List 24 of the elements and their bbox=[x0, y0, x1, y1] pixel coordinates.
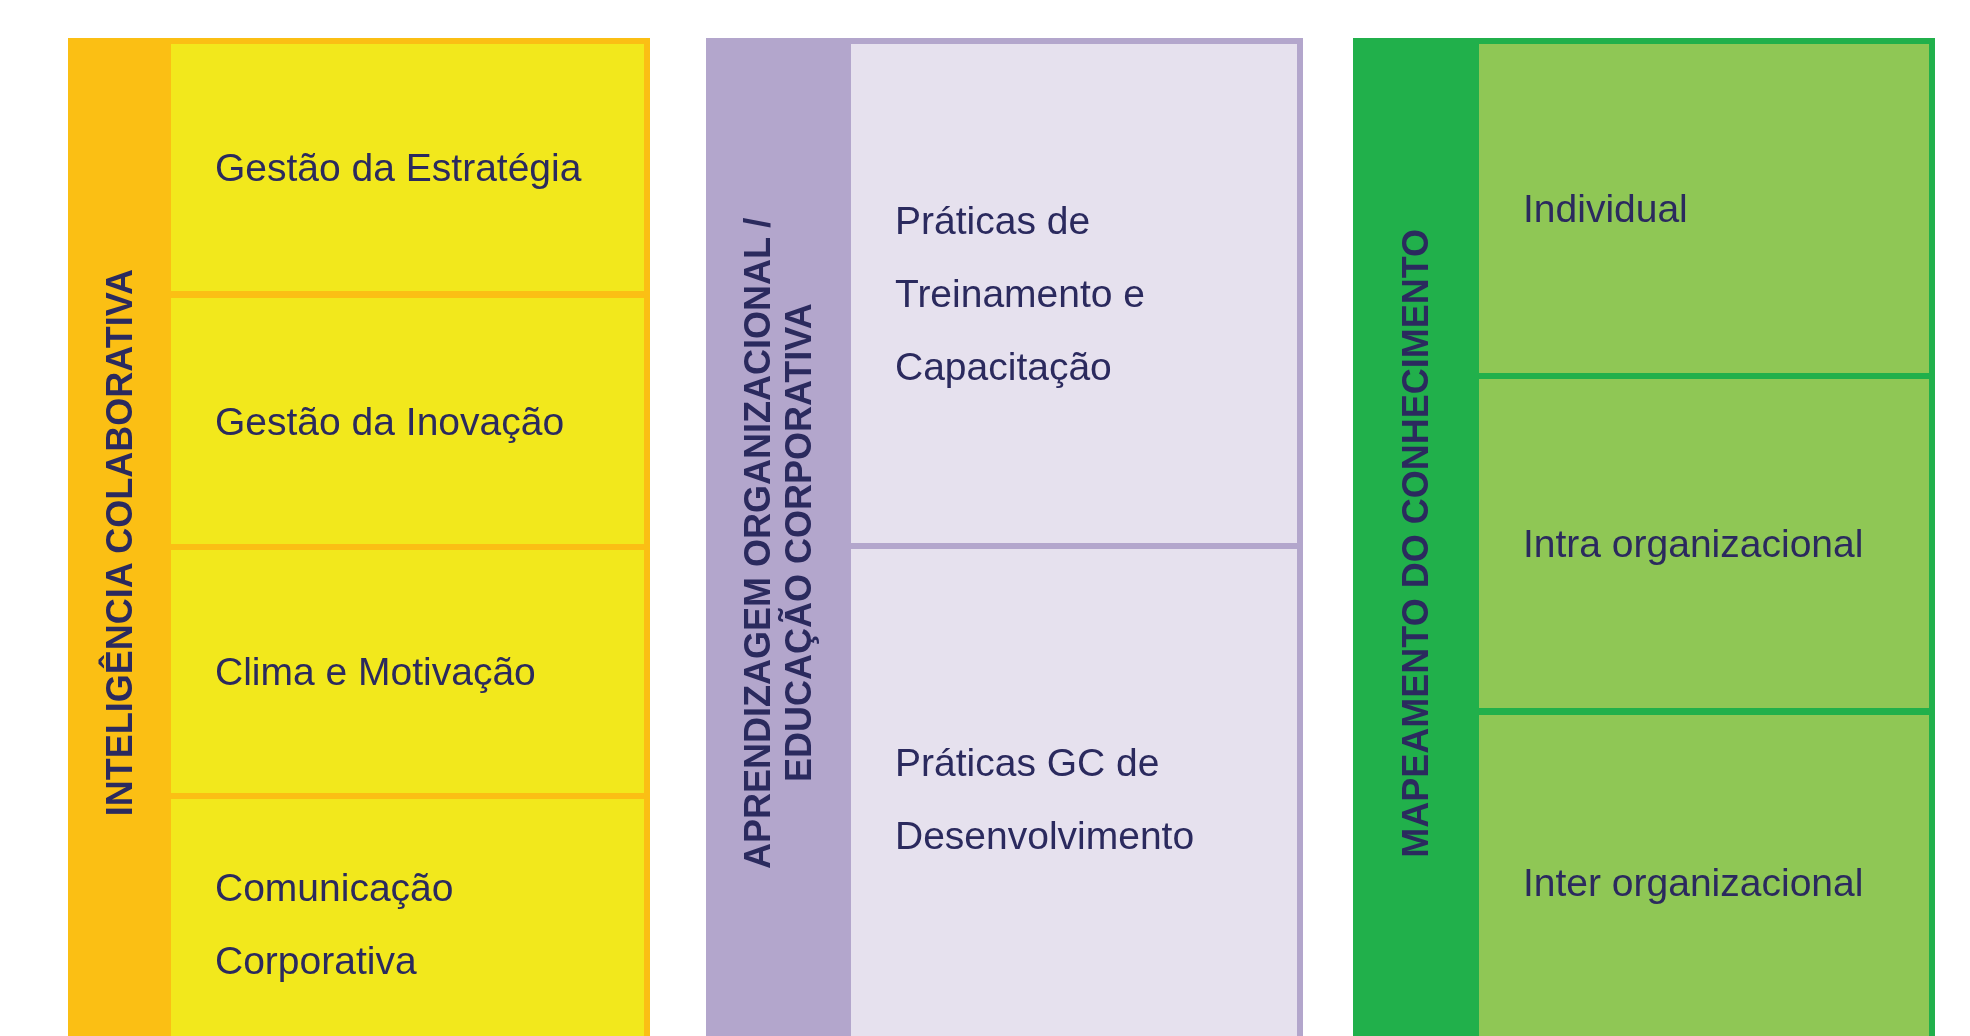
topic-box bbox=[171, 550, 644, 793]
category-column bbox=[68, 38, 650, 1036]
topic-text: Inter organizacional bbox=[1523, 859, 1865, 906]
category-column bbox=[706, 38, 1303, 1036]
topic-text: Práticas GC de Desenvolvimento bbox=[895, 740, 1196, 859]
topic-box bbox=[1479, 715, 1929, 1036]
topic-text: Gestão da Estratégia bbox=[215, 145, 583, 191]
topic-text: Intra organizacional bbox=[1523, 521, 1865, 567]
topic-box bbox=[171, 298, 644, 544]
topic-text: Individual bbox=[1523, 186, 1689, 232]
topic-text: Clima e Motivação bbox=[215, 649, 537, 695]
column-heading: APRENDIZAGEM ORGANIZACIONAL / EDUCAÇÃO CORPORATIVA bbox=[737, 216, 820, 871]
topic-box bbox=[1479, 44, 1929, 373]
topic-box bbox=[171, 44, 644, 291]
topic-box bbox=[1479, 379, 1929, 708]
column-heading: MAPEAMENTO DO CONHECIMENTO bbox=[1395, 228, 1437, 858]
column-heading: INTELIGÊNCIA COLABORATIVA bbox=[98, 269, 141, 817]
topic-text: Práticas de Treinamento e Capacitação bbox=[895, 198, 1146, 390]
topic-text: Comunicação Corporativa bbox=[215, 865, 455, 984]
topic-box bbox=[851, 549, 1297, 1036]
topic-text: Gestão da Inovação bbox=[215, 398, 566, 445]
category-column bbox=[1353, 38, 1935, 1036]
topic-box bbox=[851, 44, 1297, 543]
topic-box bbox=[171, 799, 644, 1036]
